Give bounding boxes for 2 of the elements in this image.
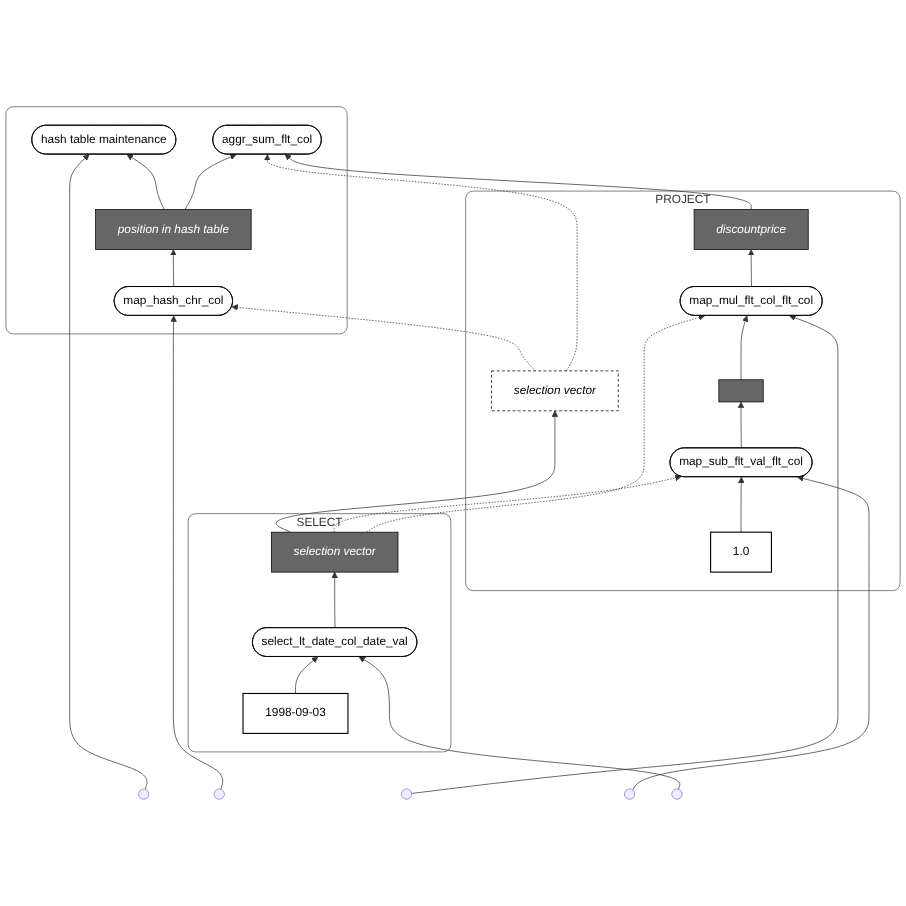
cluster [5, 106, 348, 335]
node-bar [718, 379, 764, 403]
